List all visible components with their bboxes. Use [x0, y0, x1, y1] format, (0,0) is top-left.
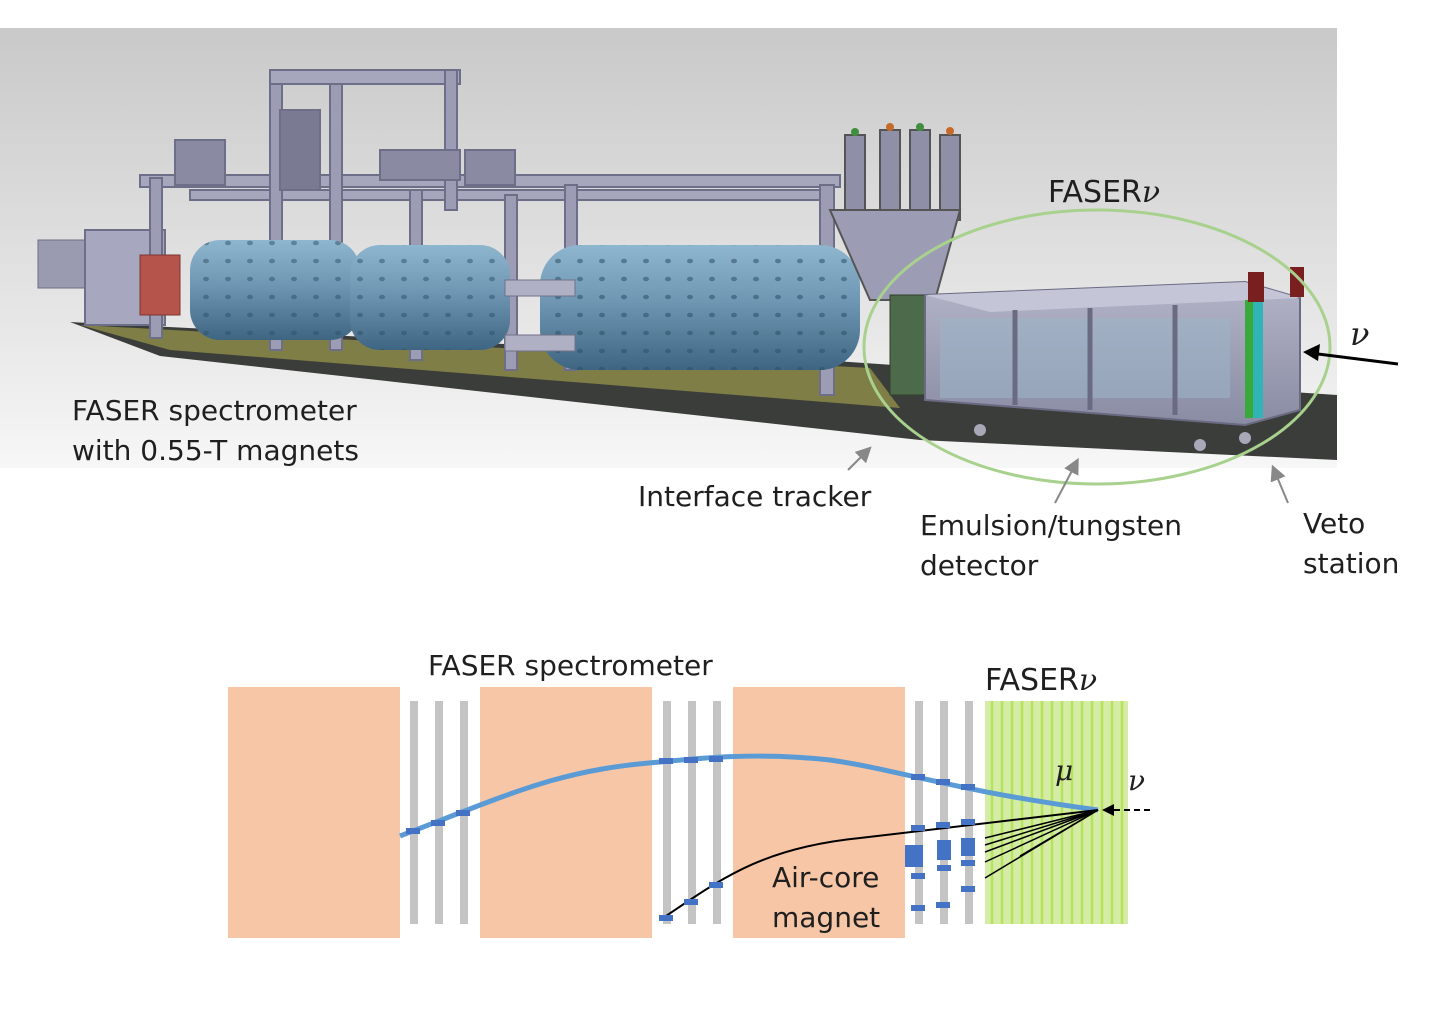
mu-symbol: μ: [1055, 754, 1073, 787]
schematic-faser-nu-label: FASERν: [985, 663, 1097, 698]
interface-tracker-plates: [889, 294, 926, 396]
faser-nu-box: [924, 267, 1304, 451]
interface-tracker-pointer: [847, 446, 872, 471]
magnet-barrels: [190, 240, 860, 370]
magnet-block-1: [228, 687, 400, 938]
magnet-label-1: Air-core: [772, 861, 879, 894]
neutrino-arrow: [1309, 351, 1399, 366]
spectrometer-label-1: FASER spectrometer: [72, 394, 357, 427]
schematic: FASER spectrometer FASERν μ ν Air-core m…: [228, 649, 1150, 938]
hit-markers: [406, 756, 975, 921]
emulsion-detector: [985, 701, 1128, 924]
render-view: FASERν ν FASER spectrometer with 0.55-T …: [0, 28, 1399, 582]
faser-nu-title: FASERν: [1048, 175, 1160, 210]
neutrino-arrow-head: [1303, 344, 1320, 361]
cable-ends: [851, 123, 954, 136]
veto-label-1: Veto: [1303, 507, 1365, 540]
schematic-nu-symbol: ν: [1128, 764, 1145, 797]
incoming-neutrino-head: [1102, 804, 1114, 816]
hadron-shower: [984, 809, 1099, 879]
red-coil: [139, 254, 181, 316]
floor-yellow-plate: [80, 325, 900, 408]
spectrometer-label-2: with 0.55-T magnets: [72, 434, 359, 467]
emulsion-label-2: detector: [920, 549, 1039, 582]
schematic-spectrometer-label: FASER spectrometer: [428, 649, 713, 682]
interface-tracker-label: Interface tracker: [638, 480, 872, 513]
tracker-towers: [828, 129, 962, 301]
veto-label-2: station: [1303, 547, 1399, 580]
emulsion-label-1: Emulsion/tungsten: [920, 509, 1182, 542]
magnet-block-2: [480, 687, 652, 938]
emulsion-pointer: [1054, 457, 1079, 504]
neutrino-symbol: ν: [1350, 315, 1369, 353]
veto-pointer: [1270, 464, 1289, 504]
magnet-label-2: magnet: [772, 901, 880, 934]
faser-nu-ellipse: [862, 208, 1332, 486]
magnet-block-3: [733, 687, 905, 938]
